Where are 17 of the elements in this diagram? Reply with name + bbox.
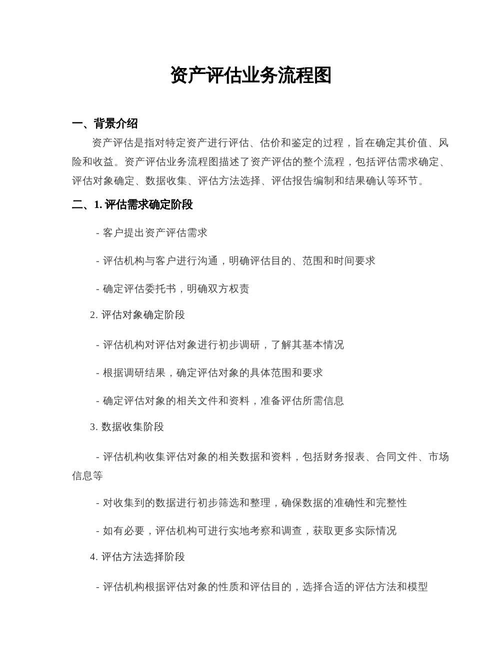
- list-item: - 如有必要，评估机构可进行实地考察和调查，获取更多实际情况: [96, 524, 398, 539]
- step-heading: 4. 评估方法选择阶段: [90, 550, 186, 565]
- list-item: - 确定评估对象的相关文件和资料，准备评估所需信息: [96, 394, 346, 409]
- list-item: - 客户提出资产评估需求: [96, 226, 209, 241]
- section-heading: 二、1. 评估需求确定阶段: [72, 198, 194, 213]
- list-item: - 评估机构与客户进行沟通，明确评估目的、范围和时间要求: [96, 254, 377, 269]
- list-item: - 对收集到的数据进行初步筛选和整理，确保数据的准确性和完整性: [96, 496, 408, 511]
- section-heading: 一、背景介绍: [72, 116, 139, 132]
- list-item: - 根据调研结果，确定评估对象的具体范围和要求: [96, 366, 324, 381]
- list-item: - 确定评估委托书，明确双方权责: [96, 282, 251, 297]
- step-heading: 2. 评估对象确定阶段: [90, 308, 186, 323]
- list-item: - 评估机构根据评估对象的性质和评估目的，选择合适的评估方法和模型: [96, 580, 430, 595]
- paragraph: 资产评估是指对特定资产进行评估、估价和鉴定的过程，旨在确定其价值、风险和收益。资产评估业务流程图描述了资产评估的整个流程，包括评估需求确定、评估对象确定、数据收集、评估方法选择、评估报告编制和结果确认等环节。: [72, 136, 451, 189]
- step-heading: 3. 数据收集阶段: [90, 421, 166, 435]
- list-item: - 评估机构收集评估对象的相关数据和资料，包括财务报表、合同文件、市场信息等: [72, 450, 450, 484]
- title: 资产评估业务流程图: [169, 64, 333, 87]
- list-item: - 评估机构对评估对象进行初步调研，了解其基本情况: [96, 338, 346, 353]
